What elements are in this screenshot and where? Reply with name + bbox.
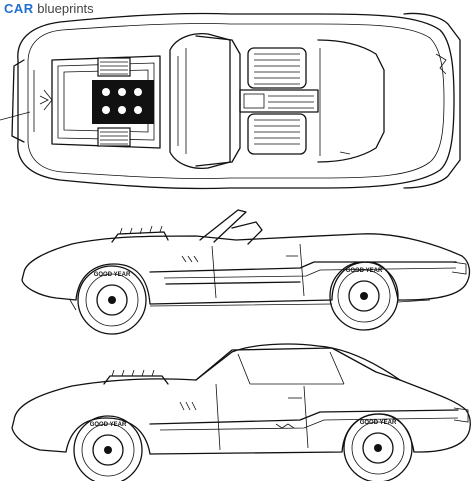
brand-blueprints-text: blueprints <box>37 1 94 16</box>
tire-label-coupe-front: GOOD YEAR <box>90 422 127 428</box>
tire-label-convertible-front: GOOD YEAR <box>94 272 131 278</box>
brand-car-text: CAR <box>4 1 34 16</box>
tire-label-convertible-rear: GOOD YEAR <box>346 268 383 274</box>
tire-label-coupe-rear: GOOD YEAR <box>360 420 397 426</box>
brand-logo: CAR blueprints <box>4 2 94 16</box>
top-view <box>0 12 461 190</box>
convertible-side-view: GOOD YEAR GOOD YEAR <box>21 209 471 335</box>
coupe-side-view: GOOD YEAR GOOD YEAR <box>11 343 471 481</box>
